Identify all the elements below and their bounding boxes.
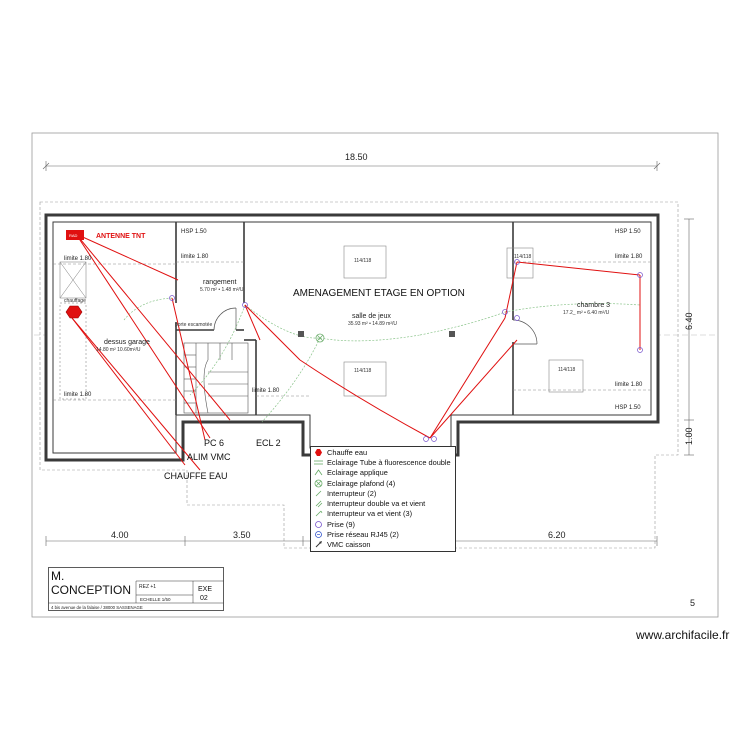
dim-bottom-b: 3.50	[233, 530, 251, 540]
legend-label: Prise réseau RJ45 (2)	[327, 530, 399, 540]
room-name-salle-jeux: salle de jeux	[352, 313, 391, 320]
window-label-2: 114/118	[354, 368, 372, 374]
room-name-garage: dessus garage	[104, 339, 150, 346]
company-address: 4 bis avenue de la falaise / 38000 SASSE…	[51, 605, 143, 610]
legend-label: Interrupteur double va et vient	[327, 499, 426, 509]
lighting-circuit	[123, 297, 641, 423]
page-number: 5	[690, 598, 695, 608]
limit-label-5: limite 1.80	[615, 254, 643, 260]
legend-item: Chauffe eau	[311, 447, 455, 457]
roof-outline	[39, 201, 679, 549]
room-area-garage: 14.80 m² 10.60m²/U	[96, 347, 141, 353]
legend-label: Eclairage Tube à fluorescence double	[327, 457, 451, 467]
pc6-label: PC 6	[204, 438, 224, 448]
limit-label-3: limite 1.80	[181, 254, 209, 260]
dimension-top: 18.50	[42, 152, 661, 171]
legend-label: Interrupteur (2)	[327, 488, 377, 498]
garage-hatch	[59, 261, 87, 299]
antenna-label: ANTENNE TNT	[96, 233, 146, 240]
legend-label: Prise (9)	[327, 519, 355, 529]
company-name-line1: M.	[51, 569, 64, 583]
drawing-frame	[31, 132, 719, 618]
site-credit: www.archifacile.fr	[636, 628, 730, 642]
legend-item: VMC caisson	[311, 540, 455, 550]
dim-right-depth: 6.40	[684, 312, 694, 330]
title-block-frame: M. CONCEPTION REZ +1 ECHELLE 1/50 EXE 02…	[48, 567, 224, 611]
power-circuit	[71, 233, 641, 471]
partitions	[175, 222, 514, 415]
legend-item: Prise réseau RJ45 (2)	[311, 529, 455, 539]
red-hexagon-icon	[314, 448, 323, 457]
ceiling-light-icon	[315, 333, 325, 343]
legend-label: Chauffe eau	[327, 447, 368, 457]
limit-lines	[53, 261, 651, 401]
floor-title: AMENAGEMENT ETAGE EN OPTION	[293, 288, 465, 299]
wall-light-icon	[314, 468, 323, 477]
window-label-3: 114/118	[514, 254, 532, 260]
room-area-salle-jeux: 35.93 m² • 14.89 m²/U	[348, 321, 397, 327]
two-way-switch-icon	[314, 509, 323, 518]
chauffe-eau-label: CHAUFFE EAU	[164, 471, 228, 481]
alim-vmc-label: ALIM VMC	[187, 452, 231, 462]
room-name-rangement: rangement	[203, 279, 237, 286]
ceiling-light-icon	[314, 479, 323, 488]
vmc-icon	[314, 540, 323, 549]
door-label: porte escamotée	[175, 322, 212, 328]
legend-item: Eclairage Tube à fluorescence double	[311, 457, 455, 467]
ecl2-label: ECL 2	[256, 438, 281, 448]
company-name-line2: CONCEPTION	[51, 583, 131, 597]
legend-item: Interrupteur va et vient (3)	[311, 509, 455, 519]
antenna-icon	[66, 230, 84, 240]
legend: Chauffe eau Eclairage Tube à fluorescenc…	[310, 446, 456, 552]
window-label-4: 114/118	[558, 367, 576, 373]
exterior-wall	[44, 213, 660, 462]
dimension-right: 6.40 1.00	[684, 218, 694, 456]
svg-text:RAD: RAD	[69, 233, 78, 238]
legend-label: Eclairage plafond (4)	[327, 478, 396, 488]
limit-label-1: limite 1.80	[64, 256, 92, 262]
hsp-label-3: HSP 1.50	[615, 405, 641, 411]
door-swing-rangement	[213, 307, 237, 331]
legend-item: Eclairage plafond (4)	[311, 478, 455, 488]
limit-label-6: limite 1.80	[615, 382, 643, 388]
window-label-1: 114/118	[354, 258, 372, 264]
chauffage-label: chauffage	[64, 298, 86, 304]
exe-label: EXE	[198, 586, 212, 593]
room-area-rangement: 5.70 m² • 1.48 m²/U	[200, 287, 244, 293]
limit-label-4: limite 1.80	[252, 388, 280, 394]
garage-zone	[59, 302, 87, 400]
legend-label: Eclairage applique	[327, 468, 388, 478]
double-tube-icon	[314, 458, 323, 467]
room-name-chambre: chambre 3	[577, 302, 610, 309]
dim-total-width: 18.50	[345, 152, 368, 162]
scale-label: ECHELLE 1/50	[140, 597, 171, 602]
red-hexagon-icon	[65, 305, 83, 319]
exe-number: 02	[200, 595, 208, 602]
roof-windows	[343, 245, 584, 397]
legend-item: Eclairage applique	[311, 468, 455, 478]
switch-icon	[298, 331, 455, 337]
title-block: M. CONCEPTION REZ +1 ECHELLE 1/50 EXE 02…	[48, 567, 224, 611]
hsp-label-1: HSP 1.50	[181, 229, 207, 235]
limit-label-2: limite 1.80	[64, 392, 92, 398]
rj45-icon	[314, 530, 323, 539]
legend-label: VMC caisson	[327, 540, 371, 550]
switch-icon	[314, 489, 323, 498]
legend-item: Prise (9)	[311, 519, 455, 529]
legend-label: Interrupteur va et vient (3)	[327, 509, 413, 519]
double-switch-icon	[314, 499, 323, 508]
legend-item: Interrupteur (2)	[311, 488, 455, 498]
revision-label: REZ +1	[139, 584, 156, 590]
dim-bottom-a: 4.00	[111, 530, 129, 540]
socket-icon	[169, 259, 643, 442]
dim-bottom-c: 6.20	[548, 530, 566, 540]
socket-icon	[314, 520, 323, 529]
legend-item: Interrupteur double va et vient	[311, 498, 455, 508]
room-area-chambre: 17.2_ m² • 6.40 m²/U	[563, 310, 610, 316]
dim-right-offset: 1.00	[684, 427, 694, 445]
hsp-label-2: HSP 1.50	[615, 229, 641, 235]
